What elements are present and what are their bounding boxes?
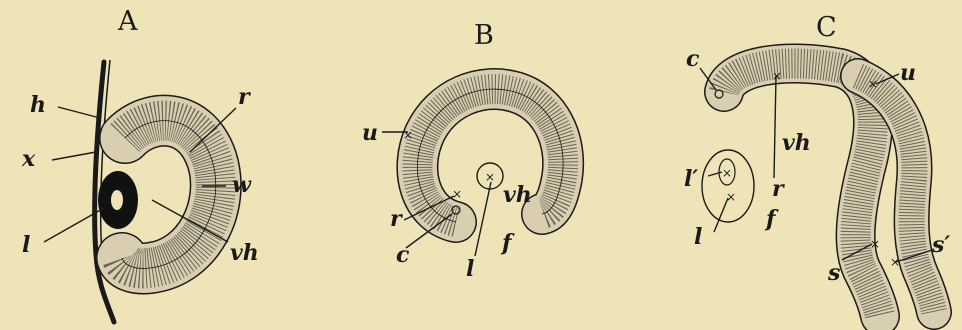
- marker-s-prime-cross: ×: [890, 255, 900, 269]
- label-c-f: f: [764, 206, 779, 232]
- label-a-w: w: [232, 172, 252, 198]
- marker-r-cross: ×: [452, 187, 462, 201]
- pointer-r: [774, 76, 776, 178]
- label-b-f: f: [500, 230, 515, 256]
- panel-a-title: A: [117, 6, 138, 37]
- label-b-u: u: [362, 120, 378, 146]
- label-c-c: c: [686, 46, 700, 72]
- pointer-l: [475, 182, 491, 256]
- label-a-l: l: [22, 232, 30, 258]
- label-c-s: s: [827, 260, 840, 286]
- panel-c: C × × × × × × c u vh r l′ l f s: [684, 12, 950, 316]
- pointer-x: [52, 152, 96, 160]
- label-c-vh: vh: [782, 130, 811, 156]
- label-c-s-prime: s′: [931, 232, 950, 258]
- lens-mark-inner: ×: [722, 166, 732, 180]
- label-b-c: c: [396, 242, 410, 268]
- label-a-r: r: [238, 84, 251, 110]
- label-c-r: r: [772, 176, 785, 202]
- label-a-vh: vh: [230, 240, 259, 266]
- label-a-h: h: [30, 92, 46, 118]
- panel-c-title: C: [816, 12, 837, 43]
- panel-b-title: B: [474, 20, 494, 51]
- lens-mark-outer: ×: [726, 190, 736, 204]
- label-c-l: l: [694, 224, 702, 250]
- marker-r-cross: ×: [772, 69, 782, 83]
- lens-mark: ×: [485, 170, 495, 184]
- label-b-vh: vh: [503, 182, 532, 208]
- label-a-x: x: [21, 146, 36, 172]
- label-b-r: r: [390, 206, 403, 232]
- label-b-l: l: [466, 256, 474, 282]
- label-c-u: u: [900, 60, 916, 86]
- lens-core: [111, 190, 123, 210]
- panel-a: A h x l r w vh: [21, 6, 259, 322]
- panel-b: B × × × u vh r c l f: [362, 20, 563, 282]
- label-c-l-prime: l′: [684, 166, 698, 192]
- marker-u-cross: ×: [403, 128, 413, 142]
- pointer-h: [58, 107, 100, 118]
